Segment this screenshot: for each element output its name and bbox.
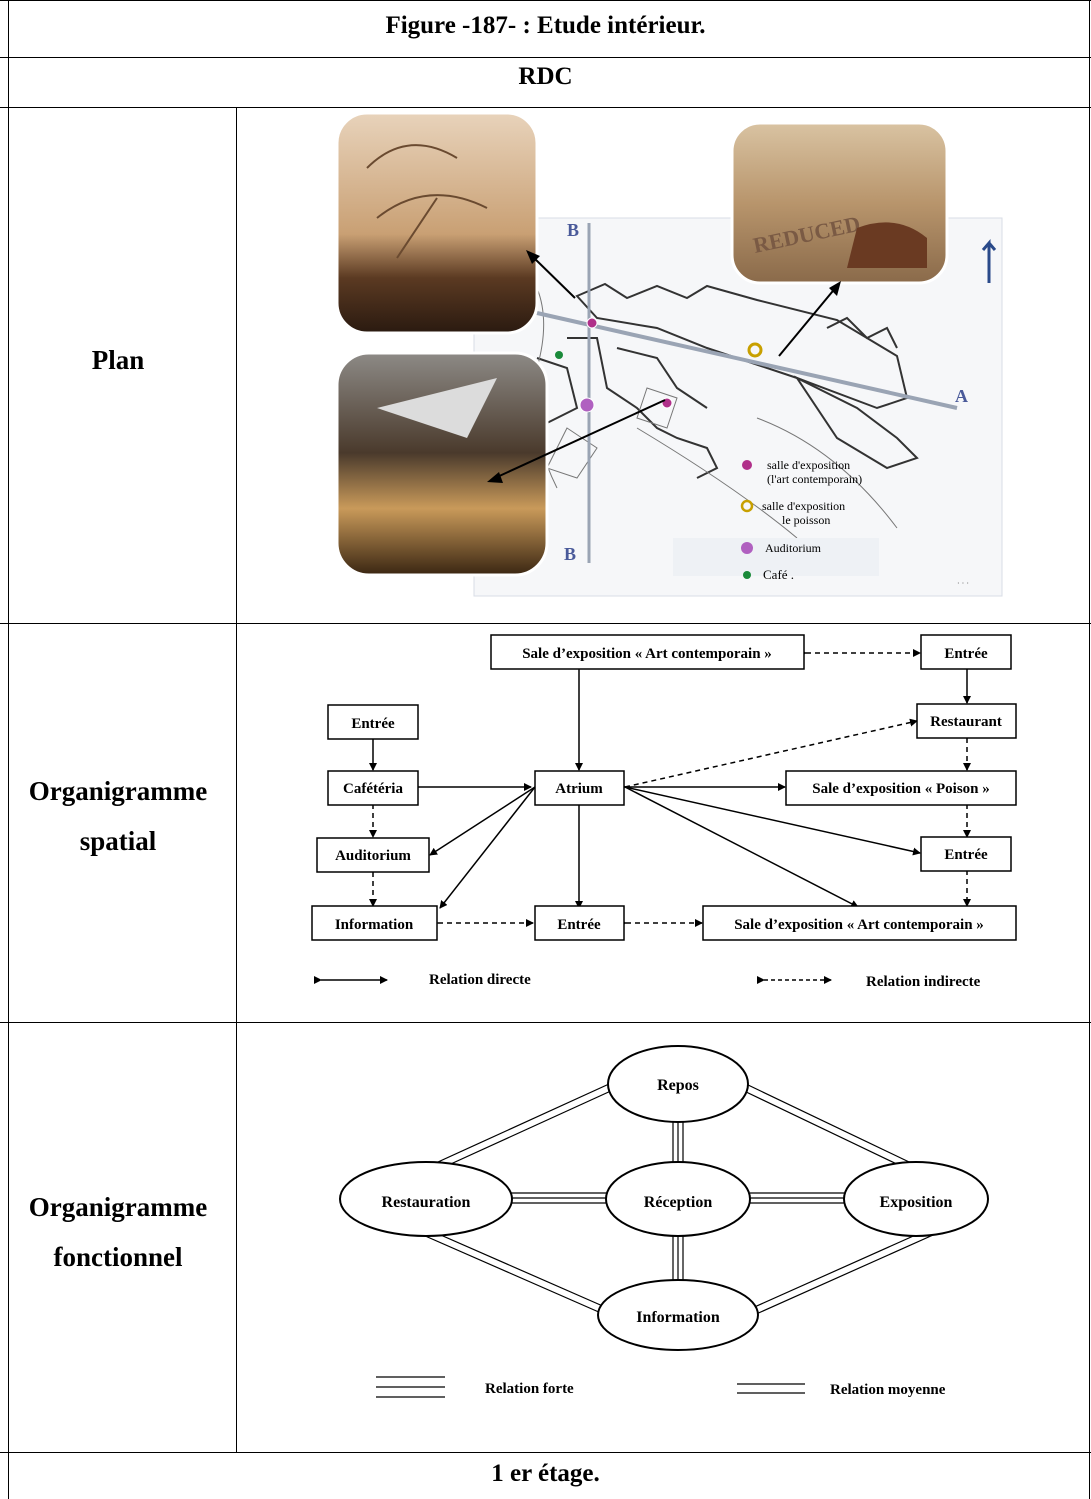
node-box-entree-right (920, 836, 1012, 872)
table-rule (0, 1452, 1091, 1453)
row-label-spatial-1: Organigramme (28, 776, 208, 806)
legend-forte-label: Relation forte (485, 1381, 574, 1397)
node-box-expo-poison (785, 770, 1017, 806)
section-letter-a: A (955, 386, 968, 406)
photo-expo-art-contemporain (335, 111, 539, 335)
figure-title: Figure -187- : Etude intérieur. (385, 12, 706, 39)
node-exposition: Exposition (880, 1194, 953, 1211)
node-entree-bottom: Entrée (557, 917, 601, 933)
photo-auditorium (335, 351, 549, 577)
table-border-left (8, 0, 9, 1499)
node-box-auditorium (316, 837, 430, 873)
legend-direct-label: Relation directe (429, 972, 531, 988)
level-heading-rdc: RDC (518, 63, 573, 90)
legend-expo-poisson-icon (740, 499, 754, 513)
marker-auditorium-icon (579, 397, 595, 413)
legend-auditorium: Auditorium (765, 541, 822, 555)
node-ellipse-repos (607, 1045, 749, 1123)
table-border-right (1089, 0, 1090, 1499)
floor-plan-illustration: B B A salle d'exposition (l'art contempo… (335, 111, 1003, 597)
table-column-divider (236, 107, 237, 1452)
svg-text:· · ·: · · · (957, 579, 969, 588)
node-restauration: Restauration (382, 1194, 471, 1211)
table-rule (0, 57, 1091, 58)
legend-cafe-icon (743, 571, 751, 579)
node-box-expo-top (490, 634, 805, 670)
node-entree-left: Entrée (351, 716, 395, 732)
legend-expo-poisson-line2: le poisson (782, 513, 830, 527)
table-border-top (0, 0, 1091, 1)
node-box-entree-left (327, 704, 419, 740)
node-ellipse-reception (605, 1161, 751, 1237)
legend-moyenne-label: Relation moyenne (830, 1382, 946, 1398)
spatial-diagram: Relation directe Relation indirecte Sale… (311, 634, 1017, 990)
section-letter-b-bottom: B (564, 544, 576, 564)
table-rule (0, 107, 1091, 108)
row-label-fonctionnel-2: fonctionnel (53, 1242, 183, 1272)
node-box-restaurant (916, 703, 1017, 739)
node-box-entree-bottom (534, 905, 625, 941)
node-information: Information (335, 917, 414, 933)
legend-moyenne-lines (737, 1383, 805, 1394)
functional-diagram: Repos Restauration Réception Exposition … (339, 1045, 989, 1398)
node-box-atrium (534, 770, 625, 806)
plan-legend: salle d'exposition (l'art contemporain) … (740, 458, 862, 582)
node-ellipse-information (597, 1279, 759, 1351)
node-ellipse-restauration (339, 1161, 513, 1237)
section-letter-b-top: B (567, 220, 579, 240)
legend-expo-art-line1: salle d'exposition (767, 458, 850, 472)
marker-expo-art-icon (661, 397, 673, 409)
row-label-spatial-2: spatial (79, 826, 157, 856)
node-ellipse-exposition (843, 1161, 989, 1237)
north-arrow-icon (981, 238, 997, 283)
level-heading-etage: 1 er étage. (491, 1460, 600, 1487)
row-label-plan: Plan (91, 345, 145, 375)
node-repos: Repos (657, 1077, 699, 1094)
legend-expo-art-icon (742, 460, 752, 470)
legend-expo-poisson-line1: salle d'exposition (762, 499, 845, 513)
legend-auditorium-icon (741, 542, 753, 554)
node-cafeteria: Cafétéria (343, 781, 403, 797)
legend-cafe: Café . (763, 567, 794, 582)
node-box-entree-top-right (920, 634, 1012, 670)
node-box-information (311, 905, 438, 941)
node-expo-art-bottom: Sale d’exposition « Art contemporain » (734, 917, 984, 933)
legend-forte-lines (376, 1376, 445, 1398)
marker-expo-poisson-icon (747, 342, 763, 358)
node-entree-top-right: Entrée (944, 646, 988, 662)
node-box-expo-bottom (702, 905, 1017, 941)
node-restaurant: Restaurant (930, 714, 1002, 730)
table-rule (0, 1022, 1091, 1023)
marker-cafe-icon (555, 351, 563, 359)
node-information: Information (636, 1309, 720, 1326)
legend-expo-art-line2: (l'art contemporain) (767, 472, 862, 486)
node-entree-right: Entrée (944, 847, 988, 863)
node-box-cafeteria (327, 770, 419, 806)
node-expo-art-top: Sale d’exposition « Art contemporain » (522, 646, 772, 662)
node-atrium: Atrium (555, 781, 603, 797)
node-auditorium: Auditorium (335, 848, 411, 864)
marker-expo-art-icon (586, 317, 598, 329)
node-reception: Réception (644, 1194, 713, 1211)
row-label-fonctionnel-1: Organigramme (28, 1192, 208, 1222)
node-expo-poison: Sale d’exposition « Poison » (812, 781, 990, 797)
table-rule (0, 623, 1091, 624)
legend-indirect-label: Relation indirecte (866, 974, 981, 990)
